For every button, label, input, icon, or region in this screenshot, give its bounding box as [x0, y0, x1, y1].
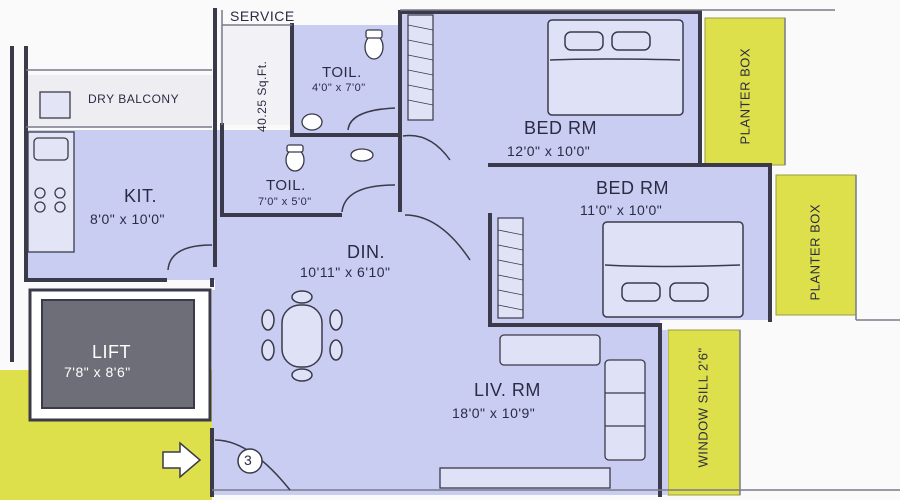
- unit-number-circle: [237, 448, 263, 474]
- sofa-set: [439, 334, 646, 489]
- wardrobe-hatching: [407, 24, 524, 311]
- bedroom-2-size: 11'0" x 10'0": [580, 202, 663, 218]
- bedroom-1-name: BED RM: [524, 118, 598, 138]
- living-size: 18'0" x 10'9": [452, 405, 536, 421]
- living-name: LIV. RM: [474, 380, 541, 400]
- service-area: [220, 25, 292, 125]
- planter-box-2: [775, 174, 857, 316]
- toilet-1-size: 4'0" x 7'0": [312, 82, 366, 94]
- bedroom-2-name: BED RM: [596, 178, 670, 198]
- entry-arrow-icon: [162, 441, 202, 479]
- service-label: SERVICE: [230, 8, 295, 24]
- toilet-fixtures: [285, 29, 384, 172]
- walls: [10, 8, 772, 497]
- bed-2: [602, 221, 744, 318]
- window-sill-label: WINDOW SILL 2'6": [695, 347, 711, 468]
- dry-balcony-label: DRY BALCONY: [88, 92, 180, 106]
- toilet-2-size: 7'0" x 5'0": [258, 196, 312, 208]
- dining-table: [261, 290, 343, 382]
- toilet-1-name: TOIL.: [322, 64, 362, 81]
- unit-number: 3: [244, 452, 253, 468]
- planter-box-2-label: PLANTER BOX: [807, 203, 823, 301]
- kitchen-counter: [27, 91, 75, 253]
- lift-name: LIFT: [92, 342, 132, 362]
- window-sill-strip: [667, 329, 741, 496]
- service-area-label: 40.25 Sq.Ft.: [255, 60, 269, 132]
- lift-size: 7'8" x 8'6": [64, 364, 131, 380]
- kitchen-size: 8'0" x 10'0": [90, 211, 165, 227]
- living-extension: [212, 290, 220, 490]
- bed-1: [547, 19, 684, 116]
- planter-box-1: [704, 17, 786, 166]
- lift-car: [41, 299, 195, 409]
- bedroom-1-size: 12'0" x 10'0": [507, 143, 591, 159]
- dining-name: DIN.: [347, 242, 385, 262]
- planter-box-1-label: PLANTER BOX: [737, 47, 753, 145]
- dining-size: 10'11" x 6'10": [300, 264, 391, 280]
- thin-lines: [26, 9, 900, 495]
- kitchen-name: KIT.: [124, 186, 158, 206]
- toilet-2-name: TOIL.: [266, 177, 306, 194]
